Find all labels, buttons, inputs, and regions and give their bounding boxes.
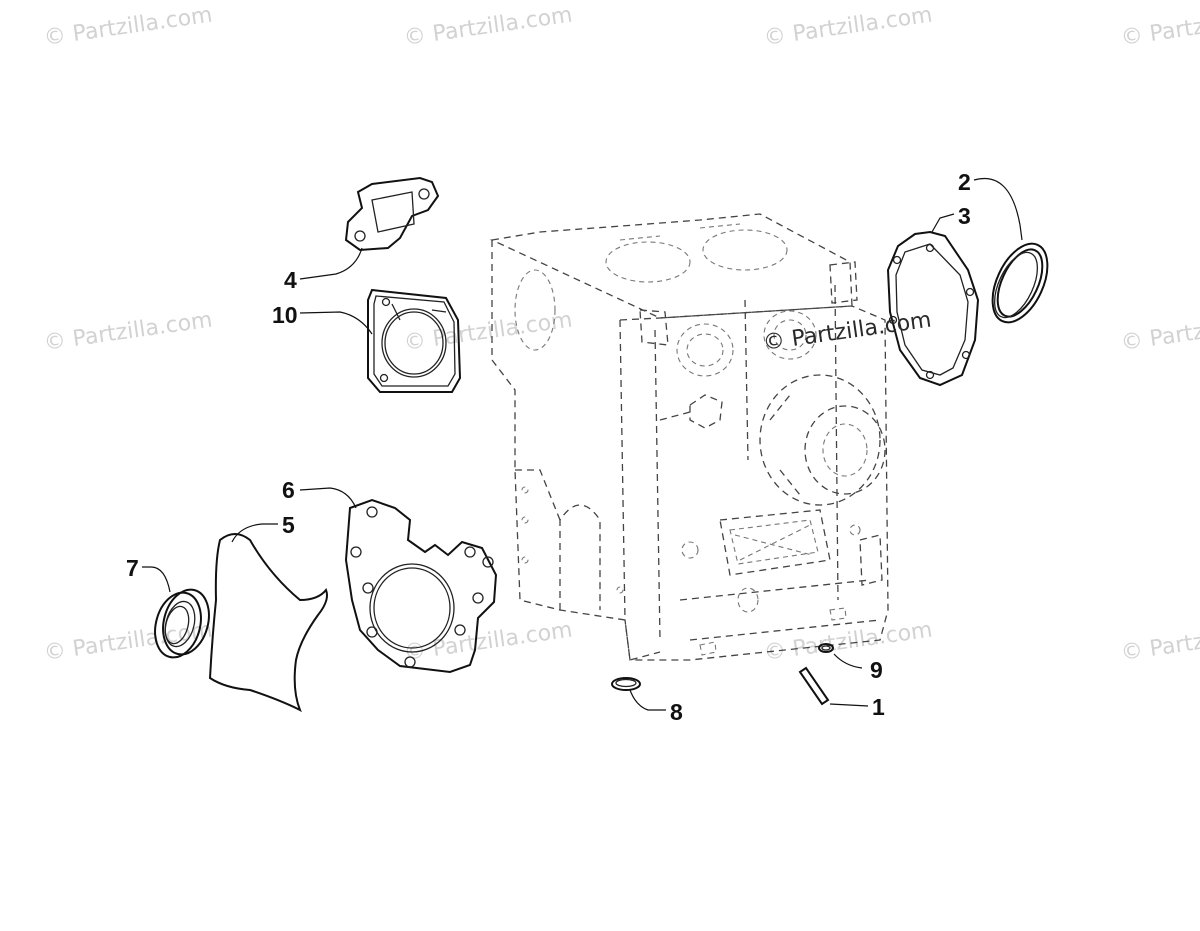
callout-8: 8 <box>670 699 683 725</box>
part-5-gasket <box>208 533 328 713</box>
leader-lines <box>142 178 1023 711</box>
callout-5: 5 <box>282 512 295 538</box>
part-7-seal <box>154 588 210 659</box>
watermark: © Partzilla.com <box>1119 618 1200 666</box>
callout-6: 6 <box>282 477 295 503</box>
callout-9: 9 <box>870 657 883 683</box>
watermark: © Partzilla.com <box>42 3 214 51</box>
callout-4: 4 <box>284 267 297 293</box>
watermark: © Partzilla.com <box>1119 308 1200 356</box>
part-6-gasket <box>344 498 498 674</box>
callout-3: 3 <box>958 203 971 229</box>
watermark: © Partzilla.com <box>402 618 574 666</box>
part-8-oring <box>611 677 641 691</box>
part-4-gasket <box>344 176 440 252</box>
callout-2: 2 <box>958 169 971 195</box>
watermark: © Partzilla.com <box>762 618 934 666</box>
watermark: © Partzilla.com <box>402 3 574 51</box>
watermark: © Partzilla.com <box>42 308 214 356</box>
watermark: © Partzilla.com <box>1119 3 1200 51</box>
crankcase-block <box>489 213 889 661</box>
callout-10: 10 <box>272 302 298 328</box>
callout-labels: 2 3 4 10 6 5 7 8 9 1 <box>126 169 971 725</box>
part-3-gasket <box>886 230 980 387</box>
part-2-seal <box>991 242 1049 324</box>
watermark: © Partzilla.com <box>402 308 574 356</box>
part-10-gasket <box>367 288 462 393</box>
callout-1: 1 <box>872 694 885 720</box>
watermark: © Partzilla.com <box>762 3 934 51</box>
part-1-pin <box>798 666 830 706</box>
callout-7: 7 <box>126 555 139 581</box>
part-9-oring <box>818 643 834 653</box>
